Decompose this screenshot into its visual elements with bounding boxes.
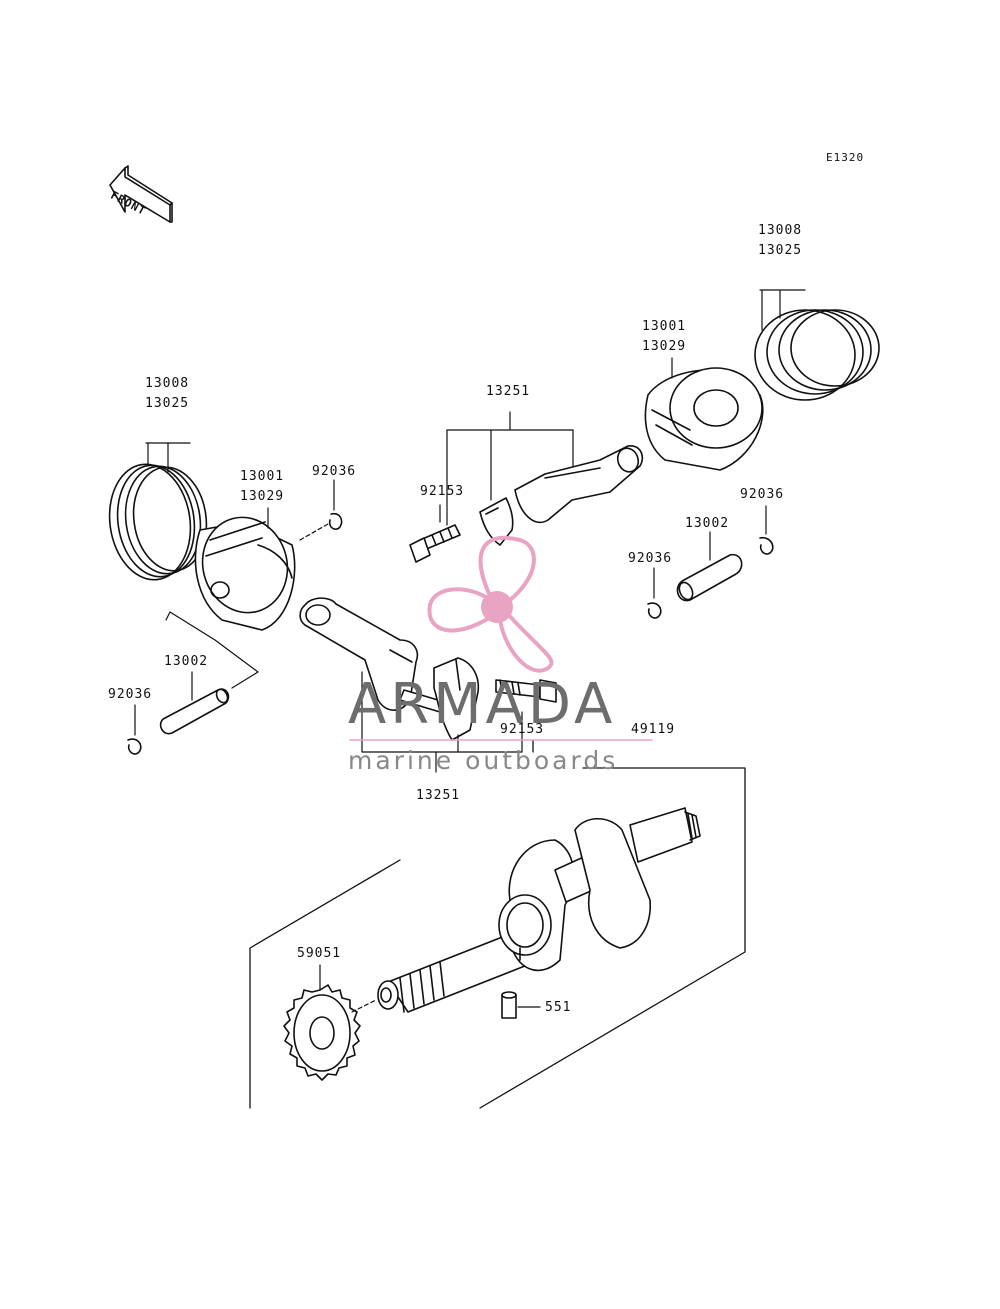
part-label-crankshaft: 49119 (631, 722, 676, 737)
right-clip-top (759, 505, 774, 555)
right-piston-rings (754, 309, 880, 401)
part-label-right-pin: 13002 (685, 516, 730, 531)
part-label-lower-rod: 13251 (416, 788, 461, 803)
crank-gear (283, 964, 377, 1081)
upper-rod-cap (479, 497, 514, 546)
upper-rod-bolt (409, 504, 461, 563)
left-clip-top (299, 479, 343, 541)
part-label-right-clip-top: 92036 (740, 487, 785, 502)
part-label-left-rings-b: 13025 (145, 396, 190, 411)
part-label-left-piston-b: 13029 (240, 489, 285, 504)
part-label-right-piston-b: 13029 (642, 339, 687, 354)
right-rings-leader (759, 289, 806, 331)
part-label-right-clip-bottom: 92036 (628, 551, 673, 566)
lower-rod-cap (433, 657, 480, 741)
front-arrow-icon (109, 165, 173, 223)
lower-rod-bolt (495, 679, 557, 703)
part-label-gear: 59051 (297, 946, 342, 961)
crankshaft-frame (249, 739, 746, 1109)
part-label-dowel: 551 (545, 1000, 572, 1015)
dowel-pin (501, 991, 541, 1019)
part-label-right-rings-a: 13008 (758, 223, 803, 238)
lower-connecting-rod (299, 597, 441, 713)
watermark-title: ARMADA (348, 672, 617, 737)
right-piston-pin (676, 531, 743, 602)
propeller-logo-icon (427, 535, 554, 673)
part-label-lower-bolt: 92153 (500, 722, 545, 737)
part-label-right-rings-b: 13025 (758, 243, 803, 258)
right-clip-bottom (647, 567, 662, 619)
lower-rod-leader (361, 671, 523, 773)
left-piston (194, 516, 296, 631)
left-piston-pin (159, 611, 259, 735)
part-label-upper-bolt: 92153 (420, 484, 465, 499)
upper-connecting-rod (514, 445, 644, 524)
part-label-upper-rod: 13251 (486, 384, 531, 399)
part-label-left-pin: 13002 (164, 654, 209, 669)
diagram-code: E1320 (826, 151, 865, 164)
upper-rod-leader (446, 411, 574, 526)
part-label-left-clip-bottom: 92036 (108, 687, 153, 702)
right-piston (644, 367, 764, 471)
part-label-right-piston-a: 13001 (642, 319, 687, 334)
crankshaft (377, 807, 701, 1013)
left-rings-leader (145, 442, 191, 473)
left-clip-bottom (127, 704, 142, 755)
part-label-left-rings-a: 13008 (145, 376, 190, 391)
watermark-subtitle: marine outboards (348, 746, 619, 775)
part-label-left-piston-a: 13001 (240, 469, 285, 484)
part-label-left-clip-top: 92036 (312, 464, 357, 479)
